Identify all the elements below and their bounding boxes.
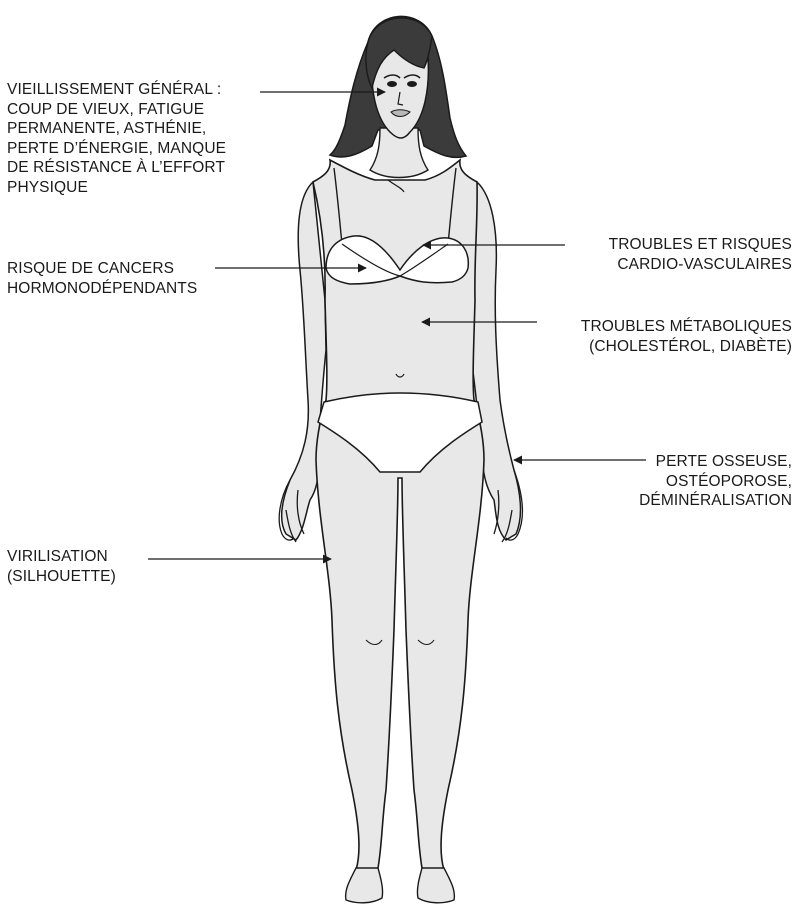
label-line: PERMANENTE, ASTHÉNIE, — [7, 119, 226, 139]
label-line: PERTE OSSEUSE, — [639, 452, 792, 472]
label-general-aging: VIEILLISSEMENT GÉNÉRAL : COUP DE VIEUX, … — [7, 80, 226, 197]
label-line: PERTE D’ÉNERGIE, MANQUE — [7, 139, 226, 159]
label-line: DE RÉSISTANCE À L’EFFORT — [7, 158, 226, 178]
label-line: (SILHOUETTE) — [7, 567, 116, 587]
label-line: HORMONODÉPENDANTS — [7, 279, 197, 299]
label-line: VIEILLISSEMENT GÉNÉRAL : — [7, 80, 226, 100]
label-line: DÉMINÉRALISATION — [639, 491, 792, 511]
label-line: RISQUE DE CANCERS — [7, 259, 197, 279]
label-line: CARDIO-VASCULAIRES — [609, 255, 792, 275]
right-foot — [417, 868, 454, 903]
label-virilization: VIRILISATION (SILHOUETTE) — [7, 547, 116, 586]
label-cardiovascular: TROUBLES ET RISQUES CARDIO-VASCULAIRES — [609, 235, 792, 274]
label-hormone-cancer-risk: RISQUE DE CANCERS HORMONODÉPENDANTS — [7, 259, 197, 298]
label-line: (CHOLESTÉROL, DIABÈTE) — [581, 337, 792, 357]
label-line: TROUBLES MÉTABOLIQUES — [581, 317, 792, 337]
label-line: TROUBLES ET RISQUES — [609, 235, 792, 255]
label-line: PHYSIQUE — [7, 178, 226, 198]
left-foot — [346, 868, 383, 903]
label-line: OSTÉOPOROSE, — [639, 472, 792, 492]
label-metabolic: TROUBLES MÉTABOLIQUES (CHOLESTÉROL, DIAB… — [581, 317, 792, 356]
label-bone-loss: PERTE OSSEUSE, OSTÉOPOROSE, DÉMINÉRALISA… — [639, 452, 792, 511]
label-line: VIRILISATION — [7, 547, 116, 567]
label-line: COUP DE VIEUX, FATIGUE — [7, 100, 226, 120]
